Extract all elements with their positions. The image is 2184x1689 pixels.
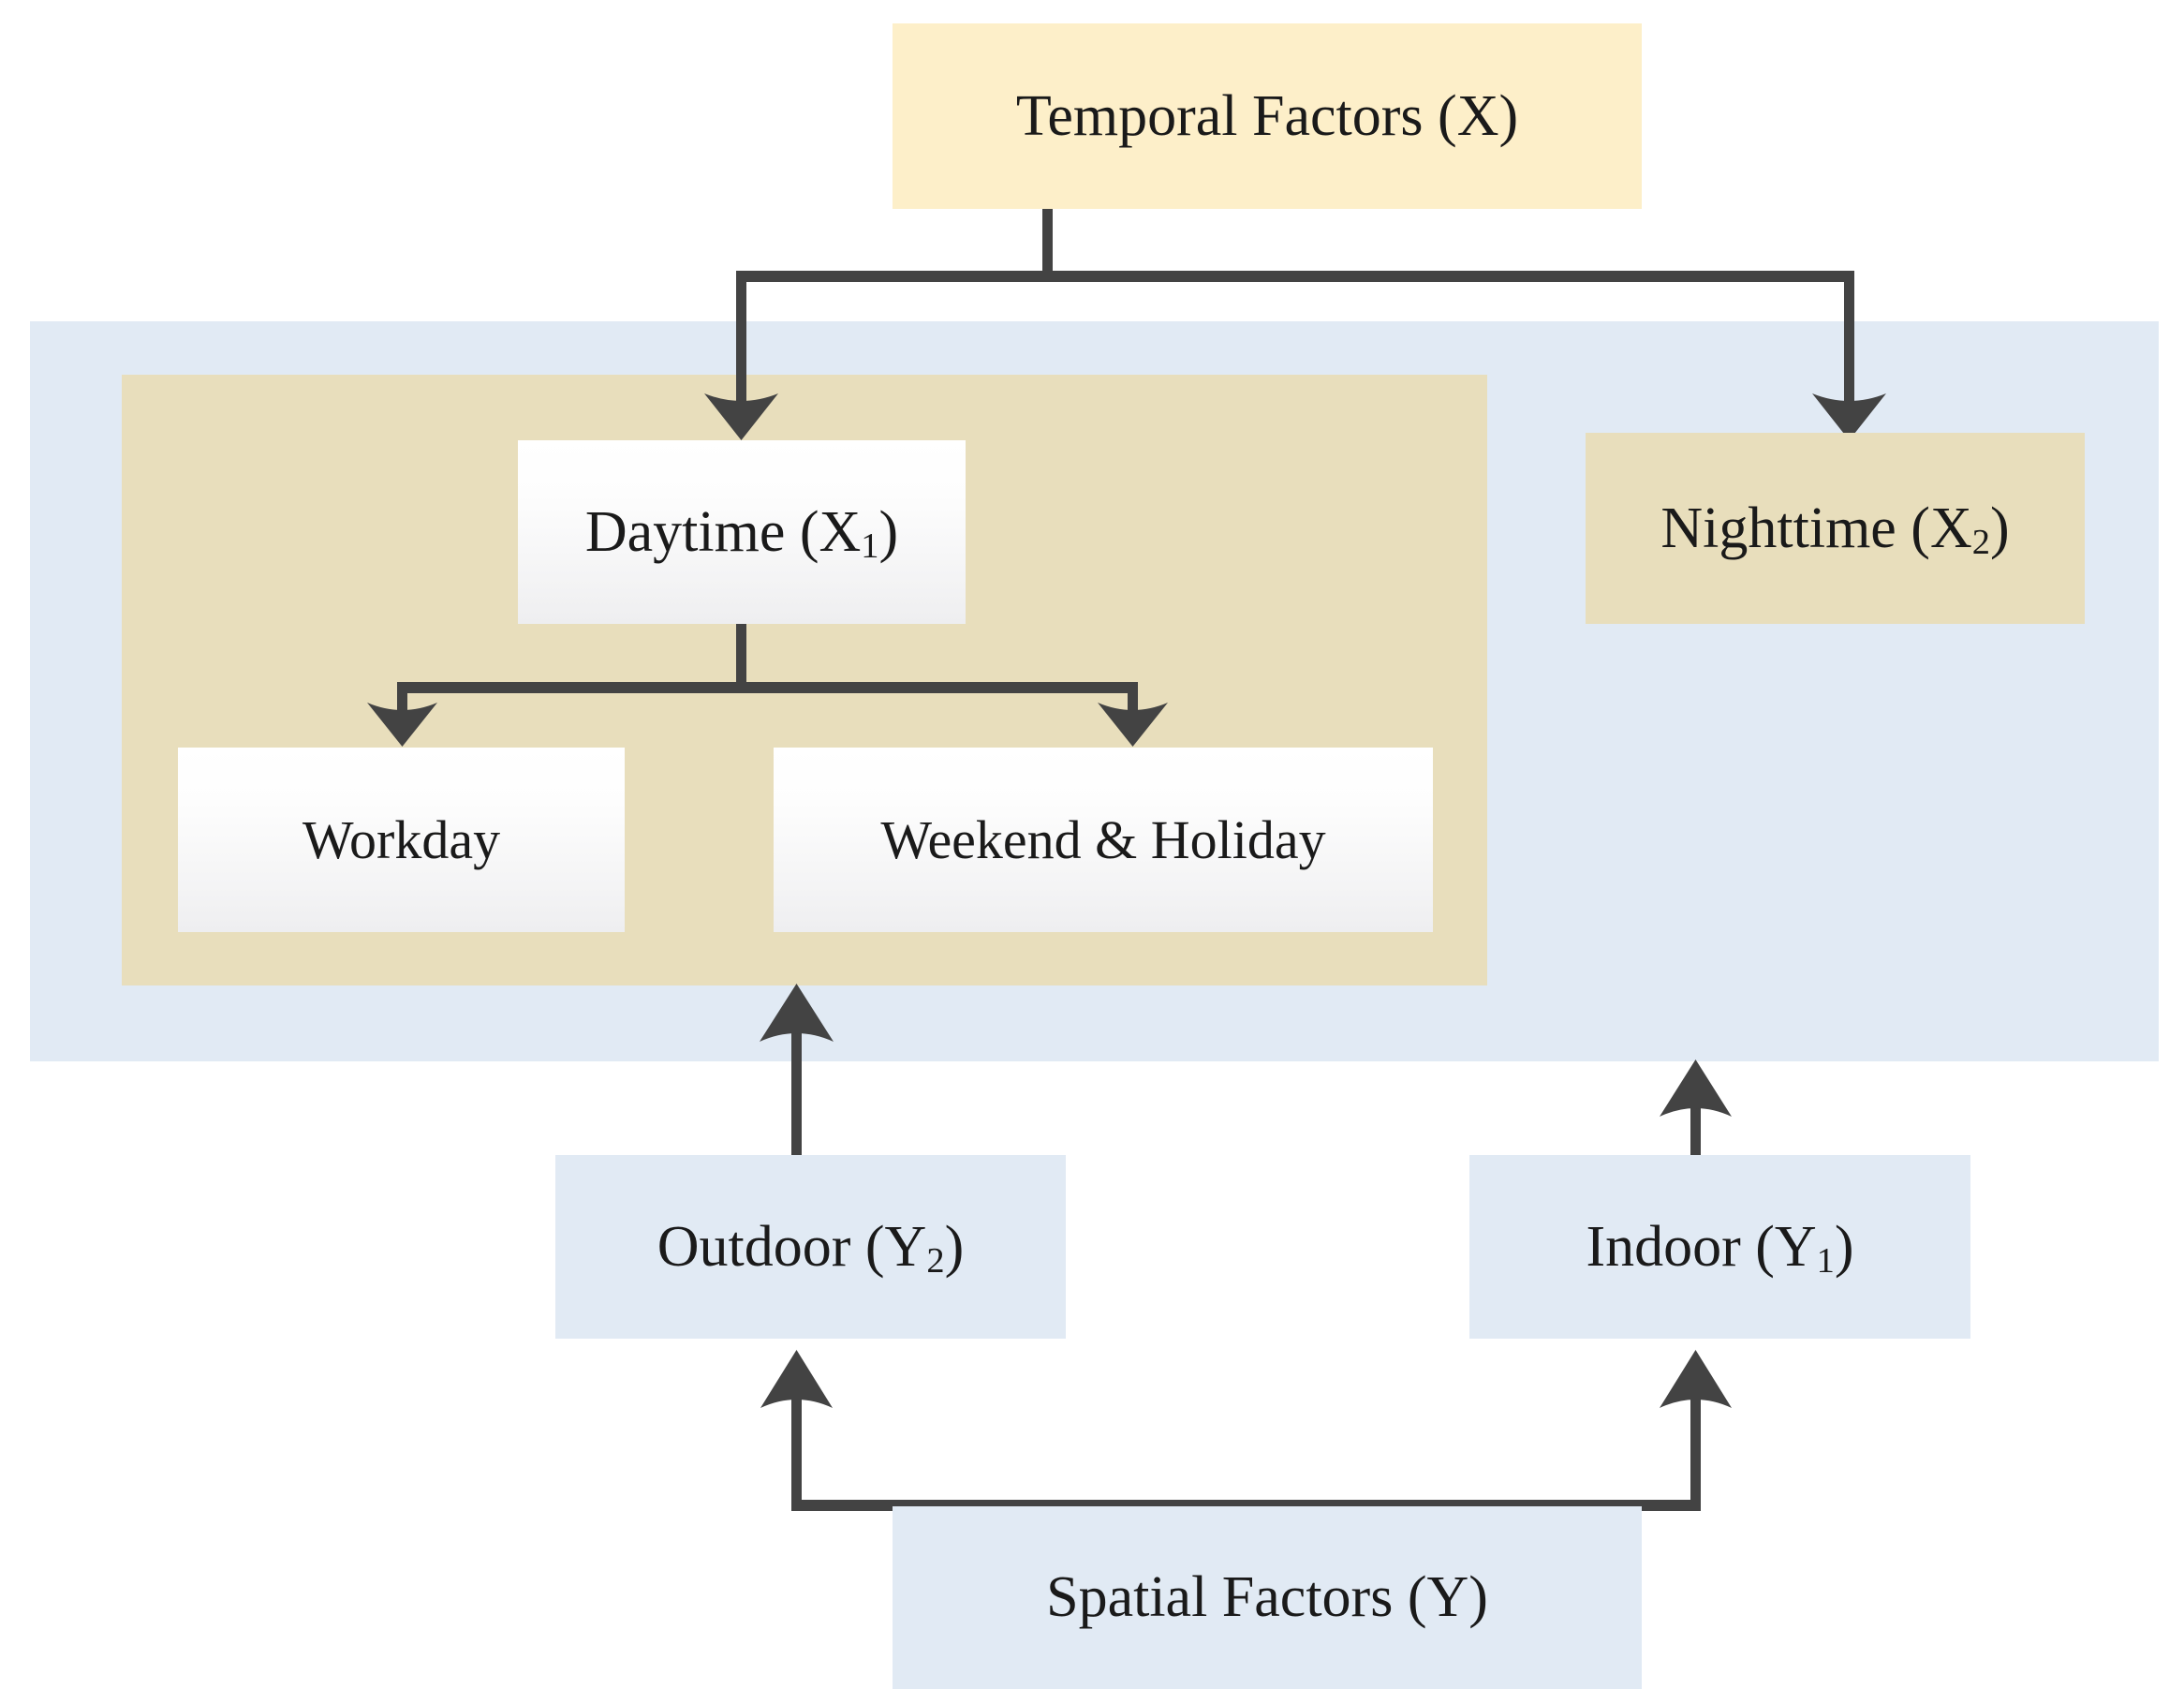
node-indoor[interactable]: Indoor (Y1)	[1469, 1155, 1970, 1339]
node-indoor-label: Indoor (Y1)	[1586, 1214, 1854, 1281]
node-temporal-factors[interactable]: Temporal Factors (X)	[893, 23, 1642, 209]
node-daytime-label: Daytime (X1)	[584, 499, 899, 566]
edge-temporal-trunk	[1042, 208, 1053, 281]
edge-indoor-up-shaft	[1690, 1104, 1701, 1156]
node-nighttime[interactable]: Nighttime (X2)	[1586, 433, 2085, 624]
node-spatial-factors-label: Spatial Factors (Y)	[1046, 1565, 1488, 1630]
edge-spatial-left-stub	[791, 1400, 802, 1511]
node-weekend-holiday-label: Weekend & Holiday	[880, 808, 1326, 870]
arrowhead-to-outdoor	[760, 1350, 833, 1408]
node-outdoor-label: Outdoor (Y2)	[657, 1214, 965, 1281]
node-workday-label: Workday	[302, 808, 501, 870]
node-spatial-factors[interactable]: Spatial Factors (Y)	[893, 1506, 1642, 1689]
arrowhead-to-indoor	[1660, 1350, 1732, 1408]
node-outdoor[interactable]: Outdoor (Y2)	[555, 1155, 1066, 1339]
node-daytime[interactable]: Daytime (X1)	[518, 440, 966, 624]
edge-spatial-right-stub	[1690, 1400, 1701, 1511]
node-workday[interactable]: Workday	[178, 748, 625, 932]
edge-temporal-split-bar	[736, 271, 1852, 282]
node-temporal-factors-label: Temporal Factors (X)	[1015, 83, 1519, 148]
arrowhead-indoor-up	[1660, 1059, 1732, 1117]
node-weekend-holiday[interactable]: Weekend & Holiday	[774, 748, 1433, 932]
node-nighttime-label: Nighttime (X2)	[1660, 496, 2010, 562]
